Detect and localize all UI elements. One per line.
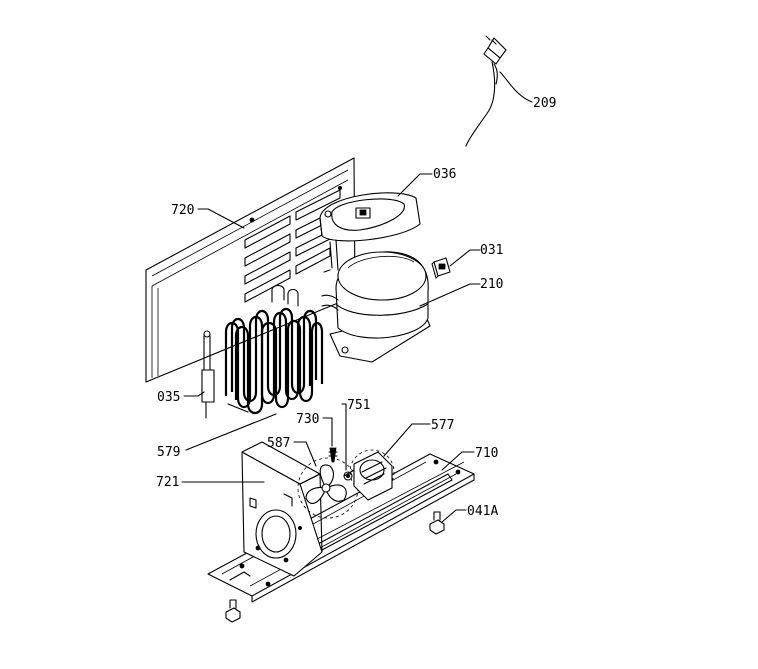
callout-041A: 041A [467, 504, 498, 519]
dryer-filter [201, 330, 215, 419]
callout-579: 579 [157, 445, 180, 460]
callout-035: 035 [157, 390, 180, 405]
callout-720: 720 [171, 203, 194, 218]
callout-577: 577 [431, 418, 454, 433]
leader-lines [181, 71, 533, 523]
callout-031: 031 [480, 243, 503, 258]
foot-screw-left [225, 599, 241, 623]
callout-751: 751 [347, 398, 370, 413]
callout-labels: 209 036 720 031 210 035 579 730 751 587 … [156, 96, 556, 519]
callout-721: 721 [156, 475, 179, 490]
foot-screw-right [429, 511, 445, 535]
callout-730: 730 [296, 412, 319, 427]
compressor-cover [319, 192, 421, 271]
fan-bracket [241, 441, 323, 577]
fan-motor [343, 449, 395, 501]
condenser [224, 284, 324, 415]
callout-210: 210 [480, 277, 503, 292]
callout-710: 710 [475, 446, 498, 461]
callout-587: 587 [267, 436, 290, 451]
callout-209: 209 [533, 96, 556, 111]
compressor [321, 251, 431, 363]
power-plug [465, 35, 507, 147]
callout-036: 036 [433, 167, 456, 182]
relay [431, 257, 451, 279]
